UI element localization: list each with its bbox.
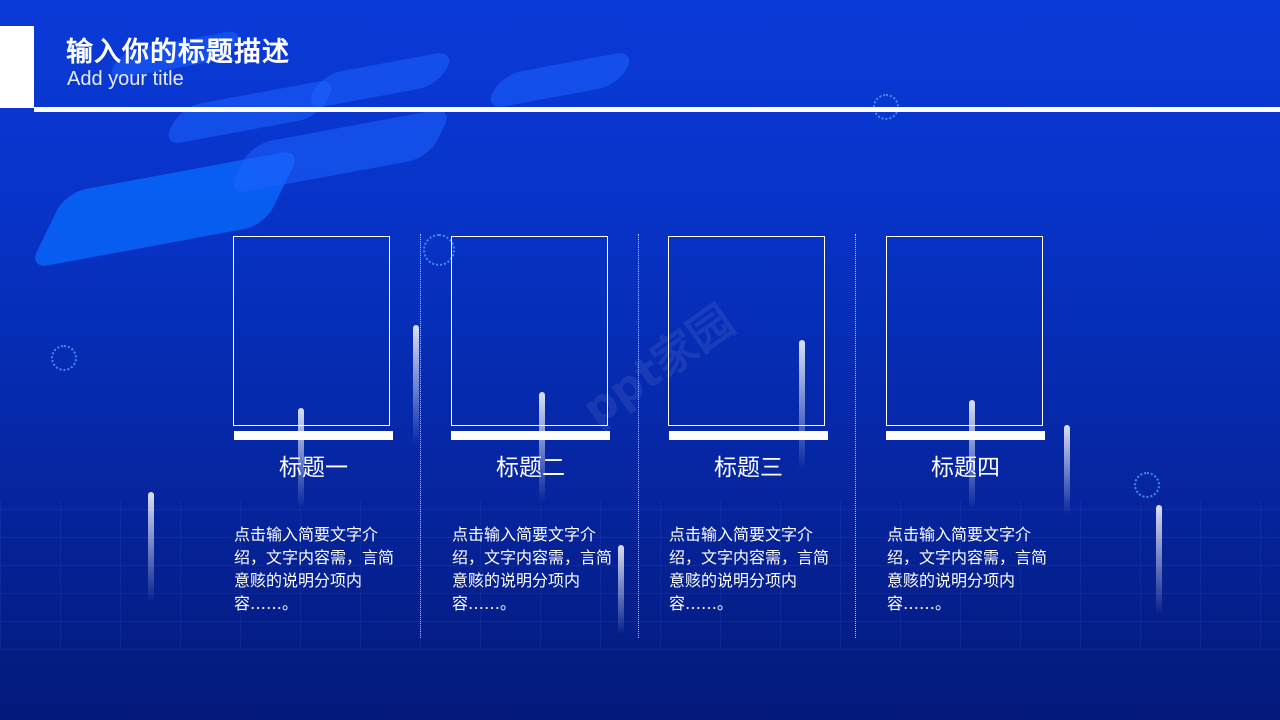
- light-beam: [148, 492, 154, 602]
- column-divider: [638, 234, 639, 638]
- page-title: 输入你的标题描述: [66, 37, 290, 68]
- header-accent-block: [0, 26, 34, 108]
- card-image-placeholder[interactable]: [233, 236, 390, 426]
- light-beam: [969, 400, 975, 510]
- sparkle-icon: [423, 234, 455, 266]
- light-beam: [618, 545, 624, 635]
- grid-floor: [0, 500, 1280, 650]
- sparkle-icon: [1134, 472, 1160, 498]
- card-title-bar: [451, 431, 610, 440]
- light-beam: [1064, 425, 1070, 515]
- card-image-placeholder[interactable]: [451, 236, 608, 426]
- card-description: 点击输入简要文字介绍，文字内容需，言简意赅的说明分项内容……。: [234, 525, 395, 613]
- page-subtitle: Add your title: [67, 68, 184, 90]
- deco-tile: [483, 49, 637, 111]
- card-title: 标题三: [714, 455, 783, 481]
- card-image-placeholder[interactable]: [668, 236, 825, 426]
- deco-tile: [303, 49, 457, 111]
- card-title-bar: [234, 431, 393, 440]
- column-divider: [855, 234, 856, 638]
- light-beam: [799, 340, 805, 470]
- column-divider: [420, 234, 421, 638]
- light-beam: [539, 392, 545, 502]
- card-description: 点击输入简要文字介绍，文字内容需，言简意赅的说明分项内容……。: [452, 525, 613, 613]
- card-title: 标题一: [279, 455, 348, 481]
- card-title: 标题二: [496, 455, 565, 481]
- card-title-bar: [886, 431, 1045, 440]
- card-description: 点击输入简要文字介绍，文字内容需，言简意赅的说明分项内容……。: [669, 525, 830, 613]
- header-rule: [34, 107, 1280, 112]
- card-title-bar: [669, 431, 828, 440]
- card-title: 标题四: [931, 455, 1000, 481]
- card-description: 点击输入简要文字介绍，文字内容需，言简意赅的说明分项内容……。: [887, 525, 1048, 613]
- sparkle-icon: [51, 345, 77, 371]
- light-beam: [1156, 505, 1162, 615]
- light-beam: [413, 325, 419, 445]
- light-beam: [298, 408, 304, 508]
- card-image-placeholder[interactable]: [886, 236, 1043, 426]
